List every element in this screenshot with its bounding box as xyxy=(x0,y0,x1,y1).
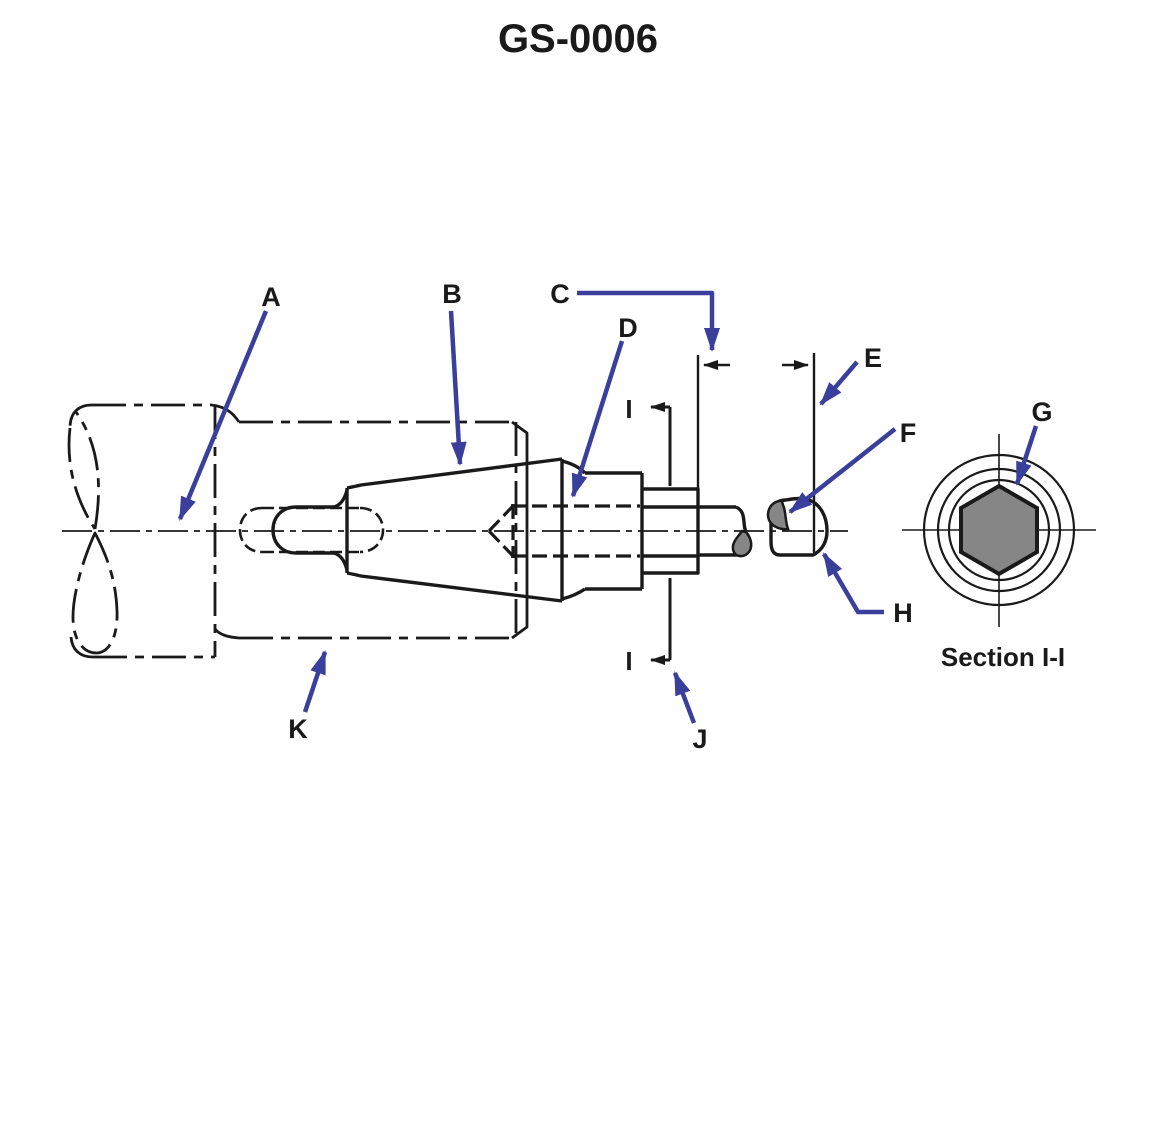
hub-top-left-corner xyxy=(68,403,93,429)
cone-cylinder-top-fillet xyxy=(561,459,587,475)
keyway-hidden-outline xyxy=(238,506,385,554)
nut xyxy=(642,487,700,575)
callout-leaders xyxy=(177,290,1039,724)
key-top-fillet xyxy=(333,489,349,509)
sleeve-right-face-group xyxy=(511,420,529,640)
taper-cone xyxy=(345,457,587,603)
cut-marker-bottom-label: I xyxy=(625,646,632,676)
cut-marker-top-label: I xyxy=(625,394,632,424)
callout-f-leader xyxy=(788,427,897,514)
drawing-number-title: GS-0006 xyxy=(498,17,658,61)
drill-point-lower-leg xyxy=(487,529,515,558)
keyway-left-cap xyxy=(238,506,263,554)
hub-sleeve-bottom-fillet xyxy=(213,628,240,640)
cotter-pin-gray xyxy=(766,499,790,531)
callout-j-label: J xyxy=(692,724,707,754)
section-view-caption: Section I-I xyxy=(941,642,1065,672)
sleeve-right-face xyxy=(511,420,529,640)
callout-b-leader xyxy=(448,310,467,466)
callout-g-leader xyxy=(1014,425,1039,486)
propeller-blade-lower-loop xyxy=(71,531,119,655)
callout-e-leader xyxy=(819,360,859,406)
callout-b-label: B xyxy=(442,279,462,309)
section-hex-nut xyxy=(959,483,1039,577)
dimension-extension-lines xyxy=(696,353,816,553)
section-view-circles xyxy=(922,453,1076,607)
callout-h-label: H xyxy=(893,598,913,628)
propeller-blade-upper-right-edge xyxy=(74,411,100,530)
shaft-cylinder xyxy=(585,471,644,591)
callout-a-label: A xyxy=(261,282,281,312)
key-bottom-fillet xyxy=(333,551,349,571)
hidden-thread-lines xyxy=(487,504,640,558)
callout-c-label: C xyxy=(550,279,570,309)
stub-break-curve xyxy=(735,505,748,533)
callout-g-label: G xyxy=(1031,397,1052,427)
break-teardrop-gray xyxy=(731,529,753,558)
nut-outline xyxy=(642,487,700,575)
cone-cylinder-bottom-fillet xyxy=(561,587,586,601)
callout-d-leader xyxy=(570,340,625,498)
key-left-cap xyxy=(271,505,297,555)
callout-a-leader xyxy=(177,310,269,521)
propeller-hub-group xyxy=(67,403,518,659)
callout-f-label: F xyxy=(900,418,917,448)
cone-bottom-edge xyxy=(346,571,563,603)
callout-h-leader xyxy=(822,552,884,615)
callout-k-leader xyxy=(302,650,328,713)
callout-j-leader xyxy=(672,671,697,724)
hub-bottom-left-corner xyxy=(69,636,94,659)
callout-e-label: E xyxy=(864,343,882,373)
callout-k-label: K xyxy=(288,714,308,744)
section-middle-circle xyxy=(936,467,1062,593)
section-cut-line xyxy=(650,402,672,665)
drill-point-upper-leg xyxy=(487,504,515,533)
callout-c-leader xyxy=(577,290,720,352)
section-outer-circle xyxy=(922,453,1076,607)
callout-d-label: D xyxy=(618,313,638,343)
propeller-blade-upper-left-edge xyxy=(67,427,97,530)
key-outline xyxy=(271,489,349,571)
hub-sleeve-top-fillet xyxy=(211,403,241,423)
cone-top-edge xyxy=(346,457,563,490)
keyway-right-cap xyxy=(359,506,385,554)
section-inner-circle xyxy=(947,478,1051,582)
